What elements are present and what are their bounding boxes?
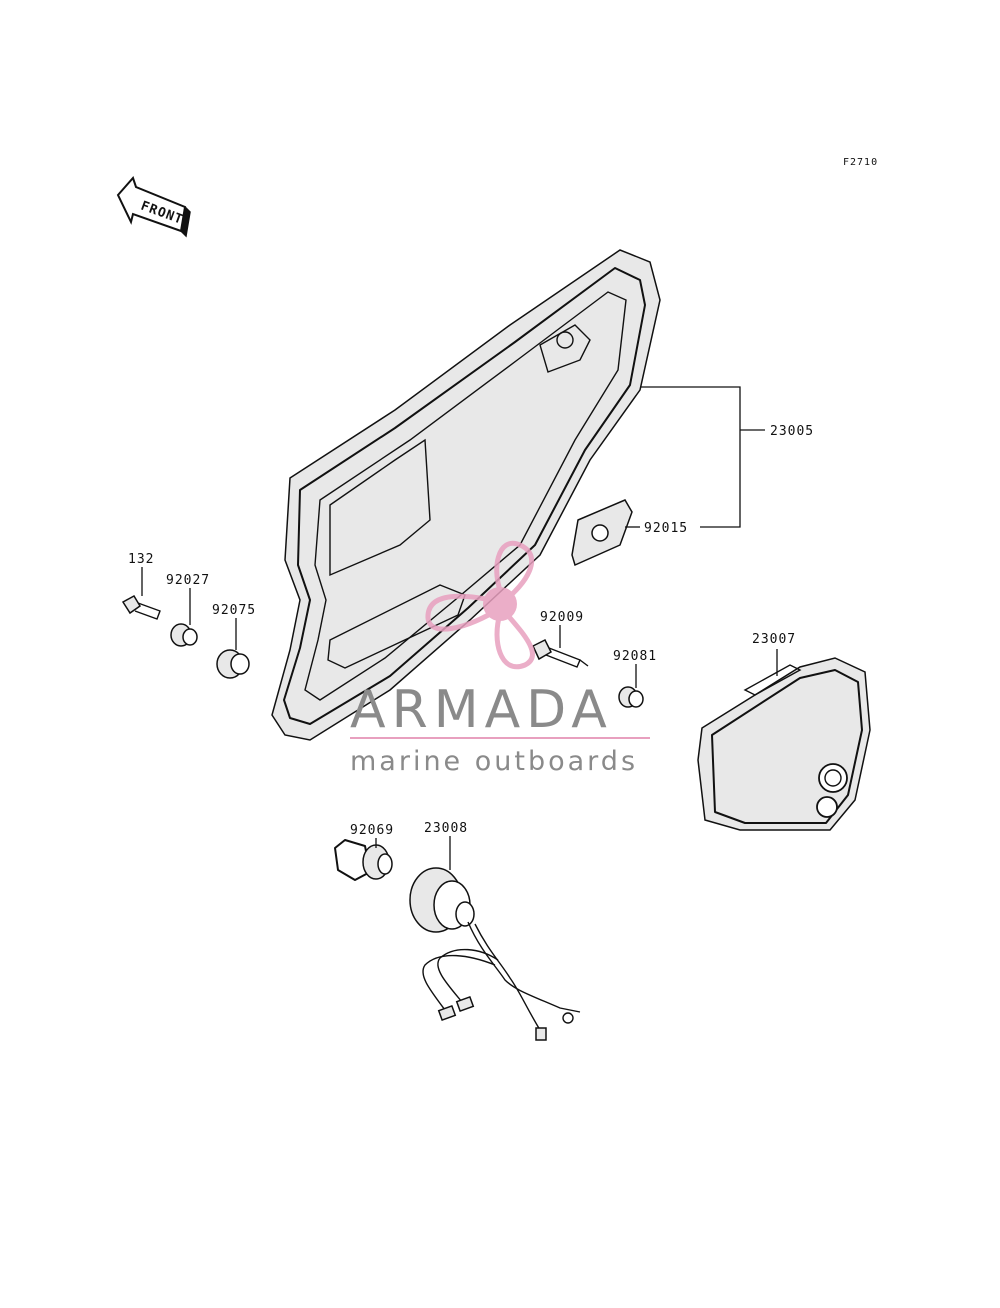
part-number-92081: 92081 — [613, 649, 657, 664]
part-number-23007: 23007 — [752, 632, 796, 647]
figure-code: F2710 — [843, 157, 878, 168]
propeller-logo-icon — [425, 540, 535, 670]
bracket-92015 — [571, 499, 633, 567]
part-number-92069: 92069 — [350, 823, 394, 838]
bulb-92069 — [334, 839, 393, 881]
armada-watermark: ARMADA marine outboards — [350, 540, 650, 777]
part-number-132: 132 — [128, 552, 154, 567]
lens-23007 — [697, 657, 871, 831]
part-number-23005: 23005 — [770, 424, 814, 439]
part-number-23008: 23008 — [424, 821, 468, 836]
grommet-92075 — [216, 649, 250, 679]
screw-92009 — [532, 638, 589, 668]
watermark-title: ARMADA — [350, 680, 613, 740]
part-number-92015: 92015 — [644, 521, 688, 536]
spacer-92081 — [618, 686, 644, 708]
socket-harness-23008 — [409, 867, 581, 1041]
part-number-92075: 92075 — [212, 603, 256, 618]
bolt-132 — [121, 594, 161, 620]
watermark-subtitle: marine outboards — [350, 746, 638, 777]
front-arrow-icon: FRONT — [116, 176, 191, 238]
part-number-92009: 92009 — [540, 610, 584, 625]
collar-92027 — [170, 623, 198, 647]
part-number-92027: 92027 — [166, 573, 210, 588]
cover-assembly-23005 — [271, 249, 661, 741]
leader-23005-92015 — [640, 386, 741, 528]
